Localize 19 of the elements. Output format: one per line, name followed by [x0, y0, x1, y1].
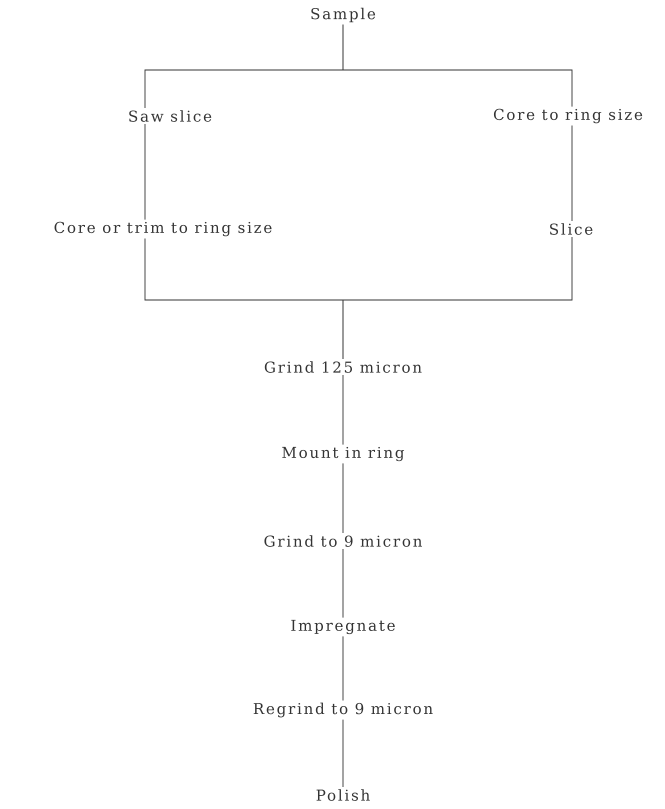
step-label: Grind 125 micron [264, 361, 422, 373]
connector-line [342, 636, 344, 701]
step-label: Core or trim to ring size [54, 222, 272, 236]
step-label: Slice [550, 223, 592, 235]
connector-line [342, 24, 572, 108]
connector-line [342, 462, 344, 534]
step-label: Mount in ring [282, 446, 404, 462]
step-label: Regrind to 9 micron [254, 702, 433, 718]
step-label: Impregnate [291, 620, 395, 634]
step-label: Core to ring size [494, 108, 642, 124]
connector-line [144, 124, 146, 220]
connector-line [342, 374, 344, 446]
connector-line [342, 236, 572, 360]
step-label: Saw slice [129, 110, 212, 122]
connector-line [342, 548, 344, 618]
step-label: Polish [316, 789, 370, 801]
step-label: Sample [311, 8, 376, 22]
connector-line [342, 719, 344, 788]
step-label: Grind to 9 micron [264, 535, 422, 547]
